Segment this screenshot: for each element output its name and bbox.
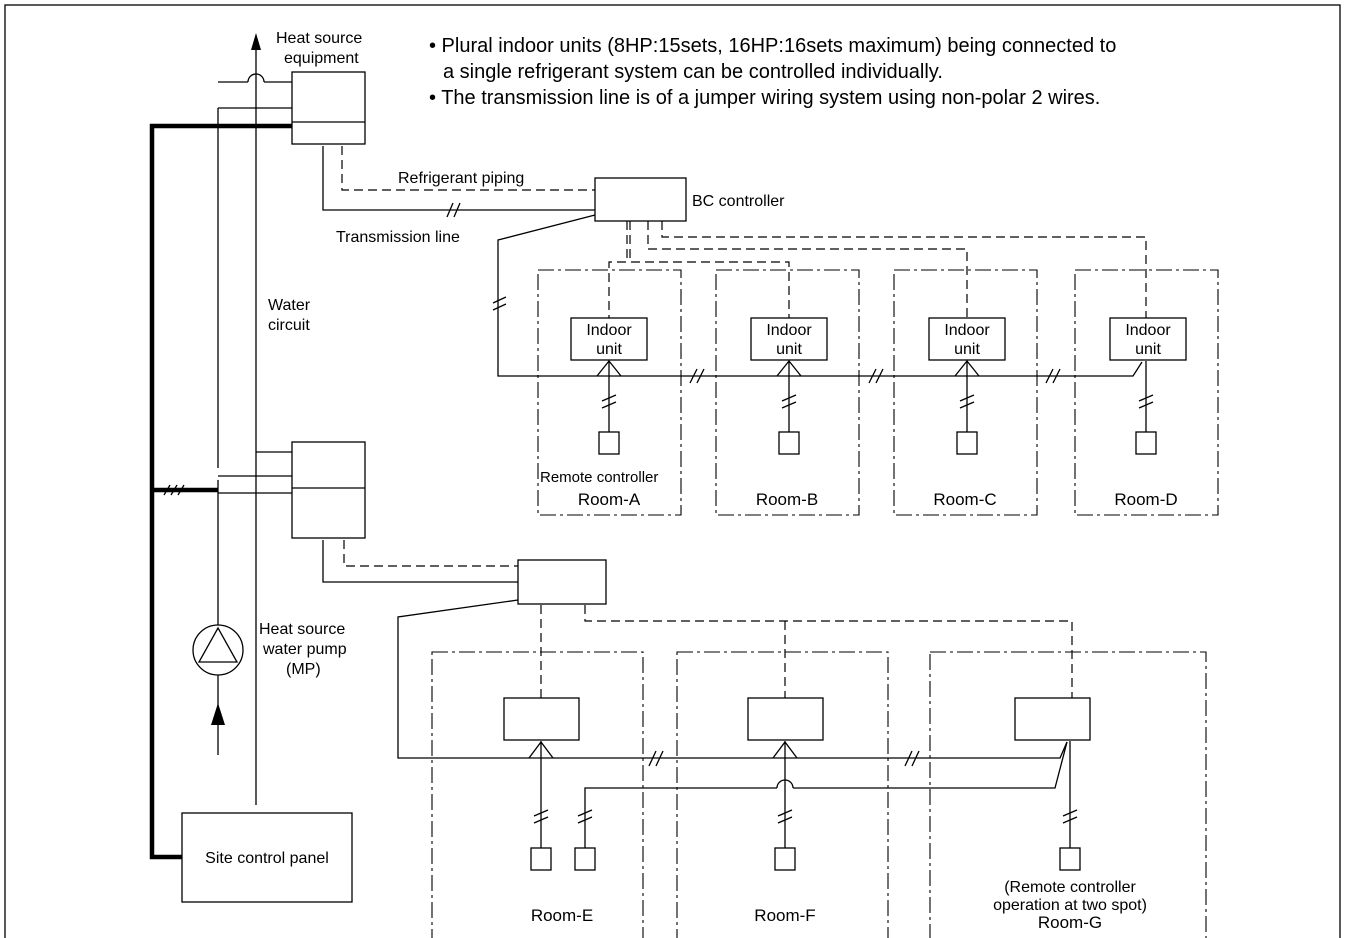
heat-source-label-line2: equipment	[284, 50, 359, 67]
indoor-unit-a	[570, 317, 648, 361]
wire-mark	[868, 368, 884, 384]
heat-source-unit-2	[291, 441, 366, 539]
indoor-unit-e	[503, 697, 580, 741]
room-f-label: Room-F	[754, 906, 815, 925]
room-b-label: Room-B	[756, 490, 818, 509]
refrigerant-piping-label: Refrigerant piping	[398, 170, 524, 187]
indoor-unit-b-label-line2: unit	[776, 341, 802, 358]
indoor-unit-c-label-line2: unit	[954, 341, 980, 358]
remote-two-spot-label-line1: (Remote controller	[1004, 879, 1136, 896]
room-e-boundary	[431, 651, 644, 938]
remote-controller-f	[774, 847, 796, 871]
wire-mark	[446, 202, 461, 218]
indoor-unit-c	[928, 317, 1006, 361]
indoor-unit-d-label-line2: unit	[1135, 341, 1161, 358]
wire-mark	[601, 394, 617, 409]
indoor-unit-b	[750, 317, 828, 361]
water-circuit-label-line2: circuit	[268, 317, 310, 334]
room-e-label: Room-E	[531, 906, 593, 925]
indoor-unit-a-label-line1: Indoor	[586, 322, 632, 339]
wire-mark	[492, 296, 507, 311]
room-d-label: Room-D	[1114, 490, 1177, 509]
note-line-1: • Plural indoor units (8HP:15sets, 16HP:…	[429, 35, 1116, 57]
indoor-unit-a-label-line2: unit	[596, 341, 622, 358]
pump-label-line1: Heat source	[259, 621, 345, 638]
refrigerant-branch-f-g	[584, 605, 1073, 698]
heat-source-label-line1: Heat source	[276, 30, 362, 47]
arrow-up-icon	[251, 33, 261, 50]
room-a-boundary	[537, 269, 682, 516]
pump-label-line3: (MP)	[286, 661, 321, 678]
wire-mark	[904, 750, 920, 767]
remote-controller-c	[956, 431, 978, 455]
room-f-boundary	[676, 651, 889, 938]
outer-frame	[4, 4, 1341, 938]
transmission-line-label: Transmission line	[336, 229, 460, 246]
bc-controller-2	[517, 559, 607, 605]
transmission-line-top	[497, 214, 1143, 377]
water-pump-triangle	[197, 626, 239, 663]
wire-mark	[959, 394, 975, 409]
indoor-unit-c-label-line1: Indoor	[944, 322, 990, 339]
refrigerant-branch-a	[608, 221, 628, 318]
wire-mark	[777, 809, 793, 824]
indoor-unit-d	[1109, 317, 1187, 361]
remote-controller-label: Remote controller	[540, 469, 658, 486]
room-c-label: Room-C	[933, 490, 996, 509]
transmission-line-2	[322, 540, 518, 583]
transmission-line	[322, 146, 595, 211]
arrow-up-icon	[211, 703, 225, 725]
refrigerant-branch-d	[661, 221, 1147, 318]
refrigerant-piping-line-2	[343, 540, 518, 567]
remote-controller-a	[598, 431, 620, 455]
water-pump-icon	[192, 624, 244, 676]
water-circuit-label-line1: Water	[268, 297, 311, 314]
wire-mark	[1045, 368, 1061, 384]
refrigerant-branch-c	[647, 221, 968, 318]
room-d-boundary	[1074, 269, 1219, 516]
wire-mark	[1062, 809, 1078, 824]
indoor-unit-d-label-line1: Indoor	[1125, 322, 1171, 339]
wire-mark	[163, 484, 185, 496]
indoor-unit-b-label-line1: Indoor	[766, 322, 812, 339]
indoor-unit-g	[1014, 697, 1091, 741]
bc-controller-1	[594, 177, 687, 222]
heat-source-unit-1	[291, 71, 366, 145]
remote-controller-d	[1135, 431, 1157, 455]
indoor-unit-f	[747, 697, 824, 741]
site-control-panel	[181, 812, 353, 903]
refrigerant-branch-b	[629, 221, 790, 318]
site-control-panel-label: Site control panel	[205, 850, 329, 867]
bc-controller-label: BC controller	[692, 193, 785, 210]
remote-controller-b	[778, 431, 800, 455]
remote-controller-e-2	[574, 847, 596, 871]
room-g-boundary	[929, 651, 1207, 938]
wire-mark	[1138, 394, 1154, 409]
room-c-boundary	[893, 269, 1038, 516]
wire-mark	[781, 394, 797, 409]
remote-controller-g	[1059, 847, 1081, 871]
refrigerant-piping-line	[341, 146, 595, 191]
wire-mark	[577, 809, 593, 824]
wire-mark	[689, 368, 705, 384]
wire-mark	[648, 750, 664, 767]
pump-label-line2: water pump	[262, 641, 347, 658]
water-circuit-line	[218, 73, 292, 83]
transmission-line-bottom	[397, 599, 1068, 759]
remote-two-spot-label-line2: operation at two spot)	[993, 897, 1147, 914]
remote-controller-e	[530, 847, 552, 871]
room-g-label: Room-G	[1038, 913, 1102, 932]
note-line-3: • The transmission line is of a jumper w…	[429, 87, 1100, 109]
note-line-2: a single refrigerant system can be contr…	[443, 61, 943, 83]
wire-mark	[533, 809, 549, 824]
room-a-label: Room-A	[578, 490, 641, 509]
room-b-boundary	[715, 269, 860, 516]
